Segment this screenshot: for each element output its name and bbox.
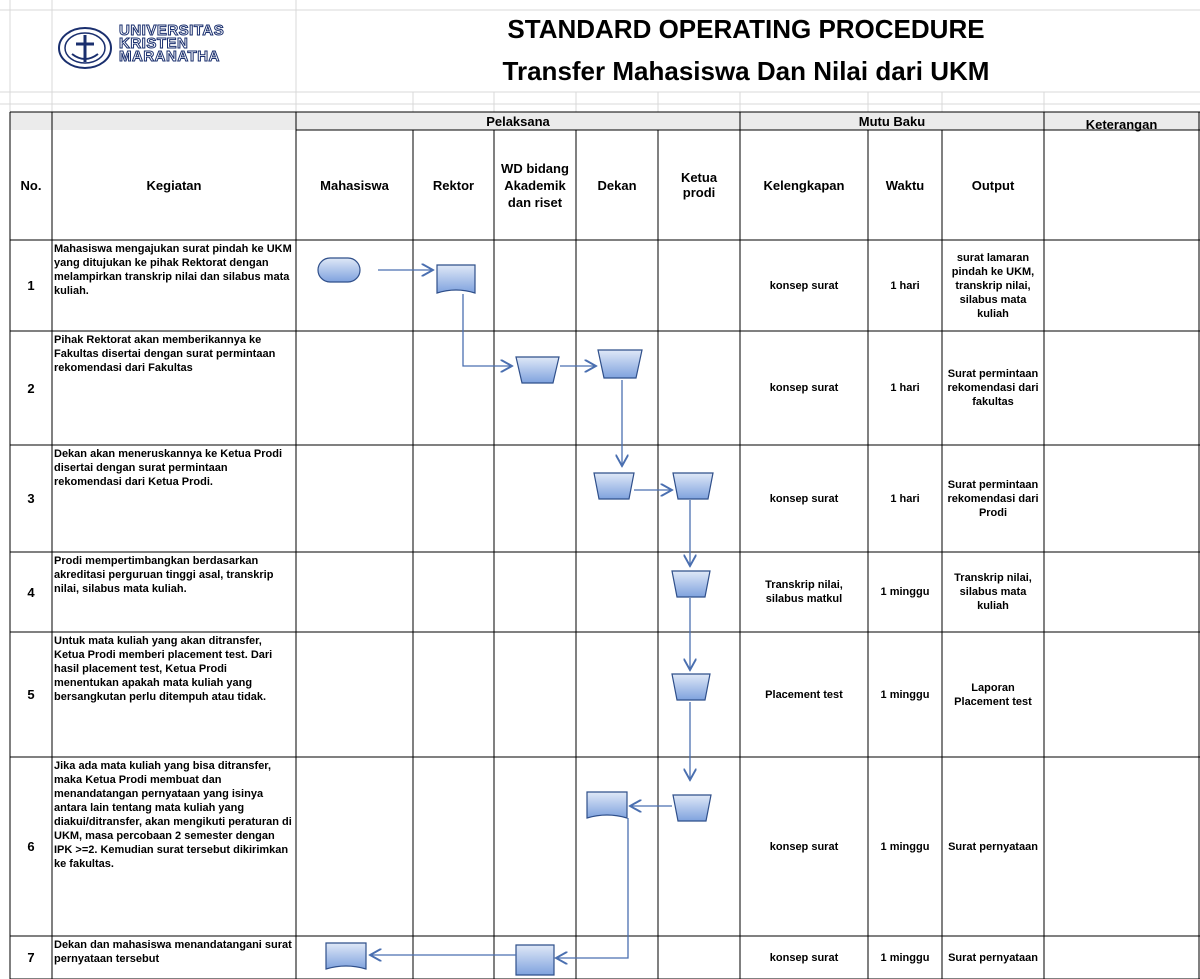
activity-text: Dekan dan mahasiswa menandatangani surat… [54,939,292,965]
activity-text: Dekan akan meneruskannya ke Ketua Prodi … [54,448,283,488]
process-shape-kaprodi-3 [672,472,714,500]
row-number: 7 [27,950,35,965]
kelengkapan-value: konsep surat [769,840,839,853]
header-role-rektor: Rektor [432,177,475,193]
kelengkapan-value: konsep surat [769,492,839,505]
output-value: Laporan Placement test [954,681,1032,708]
output-value: Surat pernyataan [948,951,1038,964]
row-number: 3 [27,491,35,506]
output-value: Surat pernyataan [948,840,1038,853]
waktu-value: 1 minggu [880,840,930,853]
header-role-kaprodi: Ketua prodi [680,170,718,200]
header-kegiatan: Kegiatan [146,177,202,193]
document-shape-dekan-6 [586,791,628,819]
waktu-value: 1 hari [890,382,920,394]
row-number: 4 [27,584,35,600]
waktu-value: 1 hari [890,492,920,505]
activity-text: Jika ada mata kuliah yang bisa ditransfe… [54,760,292,870]
row-number: 1 [27,278,35,293]
kelengkapan-value: konsep surat [769,951,839,964]
process-shape-kaprodi-4 [671,570,711,598]
row-number: 6 [27,839,35,854]
activity-text: Pihak Rektorat akan memberikannya ke Fak… [54,334,276,374]
kelengkapan-value: Placement test [765,688,843,701]
header-pelaksana: Pelaksana [486,113,550,129]
kelengkapan-value: konsep surat [769,279,839,292]
waktu-value: 1 hari [890,279,920,292]
header-role-dekan: Dekan [597,177,637,193]
document-subtitle: Transfer Mahasiswa Dan Nilai dari UKM [502,56,990,86]
header-role-wd: WD bidang Akademik dan riset [501,160,569,210]
process-shape-kaprodi-5 [671,673,711,701]
university-seal-icon [58,27,112,69]
process-shape-dekan-2 [597,349,643,379]
row-number: 5 [27,687,35,702]
document-shape-mahasiswa-7 [325,942,367,970]
waktu-value: 1 minggu [880,688,930,701]
activity-text: Untuk mata kuliah yang akan ditransfer, … [54,635,273,703]
header-role-mahasiswa: Mahasiswa [320,177,389,193]
waktu-value: 1 minggu [880,586,930,598]
output-value: surat lamaran pindah ke UKM, transkrip n… [951,251,1035,320]
header-mutu-baku: Mutu Baku [858,113,926,129]
output-value: Surat permintaan rekomendasi dari fakult… [947,368,1039,408]
header-kelengkapan: Kelengkapan [763,177,845,193]
header-no: No. [20,177,42,193]
start-terminator [317,257,361,283]
kelengkapan-value: Transkrip nilai, silabus matkul [765,579,843,605]
header-output: Output [971,177,1015,193]
document-shape-rektor [436,264,476,294]
activity-text: Mahasiswa mengajukan surat pindah ke UKM… [54,243,292,297]
document-title: STANDARD OPERATING PROCEDURE [507,14,985,44]
kelengkapan-value: konsep surat [769,382,839,394]
header-keterangan: Keterangan [1085,116,1158,132]
waktu-value: 1 minggu [880,951,930,964]
process-shape-wd-7 [515,944,555,976]
output-value: Transkrip nilai, silabus mata kuliah [954,572,1032,612]
activity-text: Prodi mempertimbangkan berdasarkan akred… [54,555,274,595]
process-shape-wd [515,356,560,384]
output-value: Surat permintaan rekomendasi dari Prodi [947,478,1039,519]
process-shape-dekan-3 [593,472,635,500]
row-number: 2 [27,380,35,396]
header-waktu: Waktu [885,177,925,193]
process-shape-kaprodi-6 [672,794,712,822]
